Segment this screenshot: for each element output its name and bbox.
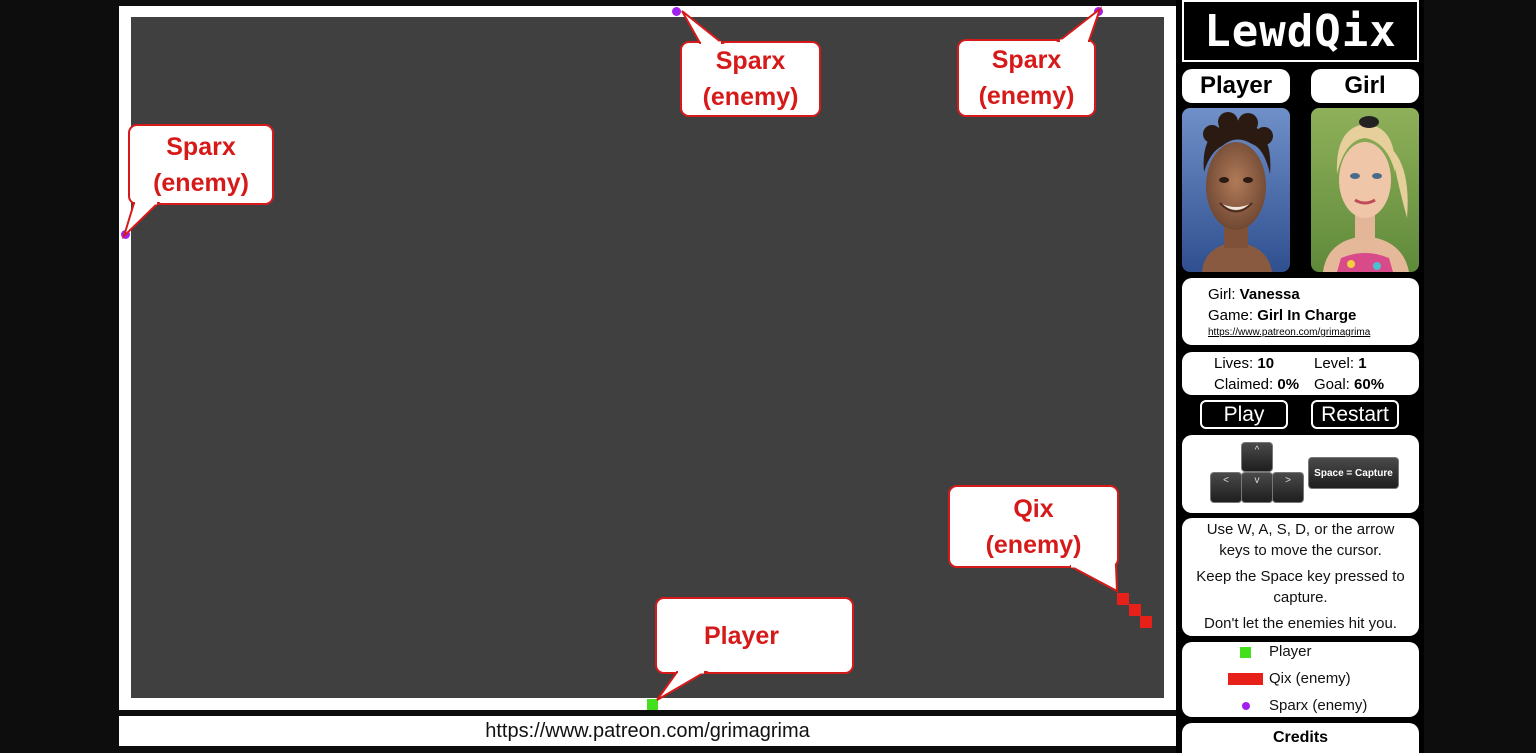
instructions-panel: Use W, A, S, D, or the arrow keys to mov… bbox=[1182, 518, 1419, 636]
space-capture-key: Space = Capture bbox=[1308, 457, 1399, 489]
girl-info-panel: Girl: Vanessa Game: Girl In Charge https… bbox=[1182, 278, 1419, 345]
legend-player-swatch bbox=[1240, 647, 1251, 658]
instruction-move: Use W, A, S, D, or the arrow keys to mov… bbox=[1206, 521, 1395, 559]
game-name-line: Game: Girl In Charge bbox=[1208, 307, 1357, 324]
callout-line: (enemy) bbox=[978, 82, 1075, 110]
qix-enemy-segment bbox=[1129, 604, 1141, 616]
arrow-down-key: v bbox=[1241, 472, 1273, 503]
legend-sparx-swatch bbox=[1242, 702, 1250, 710]
play-button[interactable]: Play bbox=[1200, 400, 1288, 429]
patreon-url-footer[interactable]: https://www.patreon.com/grimagrima bbox=[119, 716, 1176, 746]
arrow-right-key: > bbox=[1272, 472, 1304, 503]
claimed-stat: Claimed: 0% bbox=[1214, 376, 1300, 393]
arrow-up-key: ^ bbox=[1241, 442, 1273, 472]
callout-sparx-left: Sparx (enemy) bbox=[121, 124, 274, 240]
legend-qix: Qix (enemy) bbox=[1182, 670, 1419, 690]
lives-stat: Lives: 10 bbox=[1214, 355, 1275, 372]
callout-tail bbox=[656, 670, 709, 701]
player-cursor bbox=[647, 699, 658, 710]
sidebar: LewdQix Player Girl bbox=[1176, 0, 1424, 753]
callout-qix: Qix (enemy) bbox=[948, 485, 1119, 593]
legend-panel: Player Qix (enemy) Sparx (enemy) bbox=[1182, 642, 1419, 717]
callout-tail bbox=[1056, 6, 1103, 43]
qix-enemy-segment bbox=[1140, 616, 1152, 628]
arrow-left-key: < bbox=[1210, 472, 1242, 503]
callout-line: Sparx bbox=[166, 132, 236, 161]
game-board[interactable] bbox=[131, 17, 1164, 698]
instruction-avoid: Don't let the enemies hit you. bbox=[1204, 615, 1397, 632]
game-name: Girl In Charge bbox=[1257, 307, 1357, 324]
patreon-link[interactable]: https://www.patreon.com/grimagrima bbox=[1208, 327, 1371, 338]
callout-line: Qix bbox=[1013, 494, 1054, 523]
callout-tail bbox=[1069, 564, 1119, 593]
level-stat: Level: 1 bbox=[1314, 355, 1367, 372]
goal-stat: Goal: 60% bbox=[1314, 376, 1385, 393]
restart-button[interactable]: Restart bbox=[1311, 400, 1399, 429]
girl-name: Vanessa bbox=[1239, 286, 1300, 303]
callout-line: (enemy) bbox=[985, 530, 1082, 559]
callout-sparx-right: Sparx (enemy) bbox=[957, 6, 1103, 117]
legend-player: Player bbox=[1182, 643, 1419, 663]
callout-line: (enemy) bbox=[153, 168, 249, 197]
callout-line: Sparx bbox=[715, 47, 786, 75]
girl-header: Girl bbox=[1311, 69, 1419, 103]
controls-panel: ^ < v > Space = Capture bbox=[1182, 435, 1419, 513]
legend-sparx: Sparx (enemy) bbox=[1182, 697, 1419, 717]
callout-player: Player bbox=[655, 597, 854, 701]
instruction-capture: Keep the Space key pressed to capture. bbox=[1196, 568, 1405, 606]
callout-tail bbox=[681, 10, 725, 45]
player-header: Player bbox=[1182, 69, 1290, 103]
callout-tail bbox=[121, 201, 161, 240]
player-portrait bbox=[1182, 108, 1290, 272]
credits-button[interactable]: Credits bbox=[1182, 723, 1419, 753]
callout-line: Player bbox=[703, 621, 780, 650]
girl-portrait bbox=[1311, 108, 1419, 272]
legend-qix-swatch bbox=[1228, 673, 1263, 685]
callout-line: Sparx bbox=[991, 46, 1062, 74]
stats-panel: Lives: 10 Level: 1 Claimed: 0% Goal: 60% bbox=[1182, 352, 1419, 395]
callout-sparx-top: Sparx (enemy) bbox=[680, 10, 821, 117]
qix-enemy-segment bbox=[1117, 593, 1129, 605]
girl-name-line: Girl: Vanessa bbox=[1208, 286, 1300, 303]
callout-line: (enemy) bbox=[702, 83, 799, 111]
game-logo: LewdQix bbox=[1182, 0, 1419, 62]
game-board-frame bbox=[119, 6, 1176, 710]
sparx-enemy-top bbox=[672, 7, 681, 16]
